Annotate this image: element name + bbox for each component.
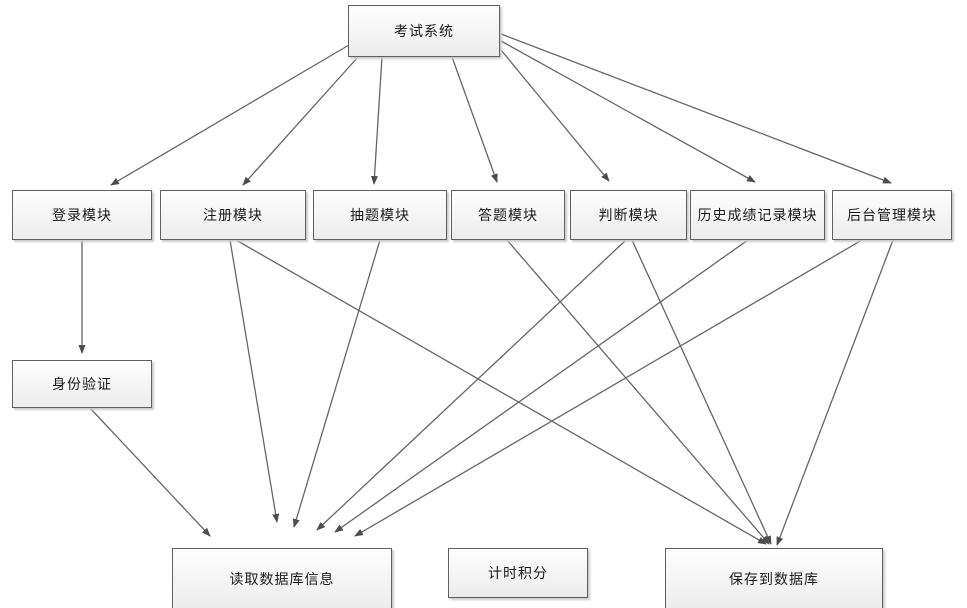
- edge-identity-verify-to-read-db: [89, 407, 211, 537]
- node-save-db: 保存到数据库: [665, 548, 883, 608]
- edge-draw-question-module-to-read-db: [292, 239, 381, 528]
- edge-exam-system-to-history-score-module: [500, 40, 756, 183]
- node-identity-verify: 身份验证: [12, 360, 152, 408]
- node-label-exam-system: 考试系统: [394, 24, 454, 40]
- edge-exam-system-to-judge-module: [500, 49, 610, 182]
- node-label-read-db: 读取数据库信息: [229, 572, 335, 588]
- edge-register-module-to-save-db: [235, 239, 767, 545]
- node-read-db: 读取数据库信息: [172, 548, 392, 608]
- node-register-module: 注册模块: [160, 190, 306, 240]
- node-history-score-module: 历史成绩记录模块: [690, 190, 825, 240]
- edge-judge-module-to-read-db: [316, 239, 627, 531]
- node-label-draw-question-module: 抽题模块: [350, 208, 410, 224]
- node-admin-module: 后台管理模块: [832, 190, 952, 240]
- edge-admin-module-to-read-db: [354, 239, 863, 537]
- edge-register-module-to-read-db: [229, 239, 280, 523]
- edge-exam-system-to-answer-module: [451, 56, 498, 183]
- node-label-history-score-module: 历史成绩记录模块: [697, 208, 818, 224]
- node-label-judge-module: 判断模块: [598, 208, 659, 224]
- edge-admin-module-to-save-db: [776, 239, 894, 546]
- edge-judge-module-to-save-db: [631, 239, 772, 545]
- edge-exam-system-to-register-module: [242, 56, 359, 186]
- node-label-admin-module: 后台管理模块: [847, 208, 937, 224]
- node-label-answer-module: 答题模块: [478, 208, 538, 224]
- node-timer-score: 计时积分: [448, 548, 588, 598]
- node-answer-module: 答题模块: [451, 190, 565, 240]
- node-label-timer-score: 计时积分: [488, 566, 548, 582]
- edge-exam-system-to-login-module: [110, 44, 350, 186]
- node-login-module: 登录模块: [12, 190, 152, 240]
- node-judge-module: 判断模块: [570, 190, 687, 240]
- node-label-login-module: 登录模块: [52, 208, 112, 224]
- node-label-save-db: 保存到数据库: [729, 572, 819, 588]
- node-draw-question-module: 抽题模块: [313, 190, 447, 240]
- edge-answer-module-to-save-db: [506, 239, 770, 545]
- node-label-register-module: 注册模块: [203, 208, 263, 224]
- edge-group: [78, 33, 894, 546]
- node-exam-system: 考试系统: [348, 5, 500, 57]
- edge-history-score-module-to-read-db: [334, 239, 749, 533]
- edge-exam-system-to-draw-question-module: [371, 56, 383, 185]
- edge-exam-system-to-admin-module: [500, 33, 892, 184]
- node-label-identity-verify: 身份验证: [52, 377, 112, 393]
